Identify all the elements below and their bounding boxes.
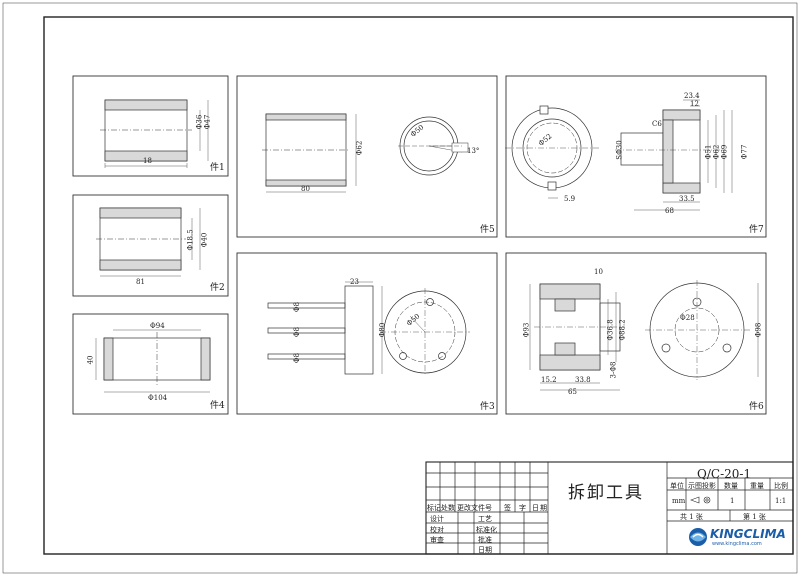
dim-p5-outer: Φ62: [355, 140, 364, 156]
drawing-title: 拆卸工具: [568, 483, 644, 503]
dim-p5-angle: 13°: [467, 147, 480, 155]
dim-p7-l2: 68: [665, 207, 674, 215]
dim-p6-d1: Φ36.8: [606, 319, 615, 341]
panel-part4: [72, 313, 229, 415]
part1-drawing: [100, 99, 209, 168]
sheet-number: 第 1 张: [743, 513, 766, 521]
dim-p6-top: 10: [594, 268, 603, 276]
rev-header-sign1: 签: [504, 504, 511, 512]
part7-drawing: [505, 99, 733, 211]
rev-header-mark: 标记: [427, 504, 441, 512]
dim-p7-d1: Φ51: [704, 144, 713, 160]
dim-p5-length: 80: [301, 185, 310, 193]
dim-p3-pin3: Φ8: [293, 352, 302, 364]
dim-p7-d3: Φ69: [720, 144, 729, 160]
dim-p7-d2: Φ62: [712, 144, 721, 160]
dim-p2-inner: Φ18.5: [186, 229, 195, 251]
dim-p2-outer: Φ40: [200, 232, 209, 248]
dim-p6-flange: Φ98: [754, 322, 763, 338]
part2-drawing: [96, 207, 201, 277]
role-design: 设计: [430, 515, 444, 523]
dim-p7-slot: 5.9: [564, 195, 576, 203]
part6-drawing: [529, 280, 759, 391]
info-qty-value: 1: [730, 497, 735, 505]
label-part4: 件4: [210, 401, 225, 411]
panel-part5: [236, 75, 498, 238]
dim-p7-sphere: SΦ30: [615, 140, 624, 160]
role-date: 日期: [478, 546, 492, 554]
dim-p4-outer: Φ104: [148, 394, 168, 402]
role-standard: 标准化: [476, 526, 497, 534]
dim-p6-outer: Φ93: [522, 322, 531, 338]
dim-p3-width: 23: [350, 278, 359, 286]
role-process: 工艺: [478, 515, 492, 523]
dim-p3-pin2: Φ8: [293, 326, 302, 338]
rev-header-file: 更改文件号: [457, 504, 492, 512]
inner-border: [43, 16, 794, 555]
dim-p7-w2: 12: [690, 100, 699, 108]
title-block: [425, 461, 794, 555]
panel-part7: [505, 75, 767, 238]
info-weight-header: 重量: [750, 482, 764, 490]
panel-part1: [72, 75, 229, 177]
logo-name: KINGCLIMA: [710, 527, 786, 541]
dim-p6-pcd: Φ28: [680, 314, 695, 322]
dim-p1-length: 18: [143, 157, 152, 165]
info-scale-value: 1:1: [775, 497, 787, 505]
part4-drawing: [95, 329, 211, 393]
panel-part6: [505, 252, 767, 415]
dim-p6-l2: 33.8: [575, 376, 591, 384]
dim-p1-inner: Φ36: [195, 114, 204, 130]
kingclima-logo-icon: [689, 528, 707, 546]
part5-drawing: [262, 113, 469, 193]
panel-frames: [72, 75, 767, 415]
panel-part2: [72, 194, 229, 297]
label-part7: 件7: [749, 225, 764, 235]
dim-p4-inner: Φ94: [150, 322, 165, 330]
dim-p6-d2: Φ88.2: [618, 319, 627, 341]
rev-header-count: 处数: [441, 504, 455, 512]
dim-p3-outer: Φ80: [378, 322, 387, 338]
info-unit-header: 单位: [670, 482, 684, 490]
info-projection-header: 示图投影: [688, 482, 716, 490]
info-scale-header: 比例: [774, 482, 788, 490]
label-part1: 件1: [210, 163, 225, 173]
rev-header-date2: 期: [540, 504, 547, 512]
panel-part3: [236, 252, 498, 415]
drawing-code: Q/C-20-1: [697, 467, 752, 481]
role-review: 审查: [430, 536, 444, 544]
dim-p6-holes: 3-Φ8: [609, 361, 618, 379]
dim-p7-w1: 23.4: [684, 92, 700, 100]
role-check: 校对: [430, 526, 444, 534]
info-qty-header: 数量: [724, 482, 738, 490]
dim-p4-height: 40: [86, 355, 95, 365]
projection-symbol-icon: [690, 496, 711, 504]
label-part2: 件2: [210, 283, 225, 293]
logo-url: www.kingclima.com: [712, 541, 762, 547]
rev-header-sign2: 字: [519, 504, 526, 512]
dim-p7-l1: 33.5: [679, 195, 695, 203]
dim-p7-d4: Φ77: [740, 144, 749, 160]
dim-p6-l1: 15.2: [541, 376, 557, 384]
dim-p2-length: 81: [136, 278, 145, 286]
rev-header-date1: 日: [532, 504, 539, 512]
sheet-total: 共 1 张: [680, 513, 703, 521]
dim-p6-l3: 65: [568, 388, 577, 396]
role-approve: 批准: [478, 536, 492, 544]
label-part6: 件6: [749, 402, 764, 412]
label-part3: 件3: [480, 402, 495, 412]
label-part5: 件5: [480, 225, 495, 235]
info-unit-value: mm: [672, 497, 686, 505]
dim-p7-chamfer: C6: [652, 120, 662, 128]
dim-p1-outer: Φ47: [203, 114, 212, 130]
part3-drawing: [267, 281, 470, 376]
dim-p3-pin1: Φ8: [293, 301, 302, 313]
